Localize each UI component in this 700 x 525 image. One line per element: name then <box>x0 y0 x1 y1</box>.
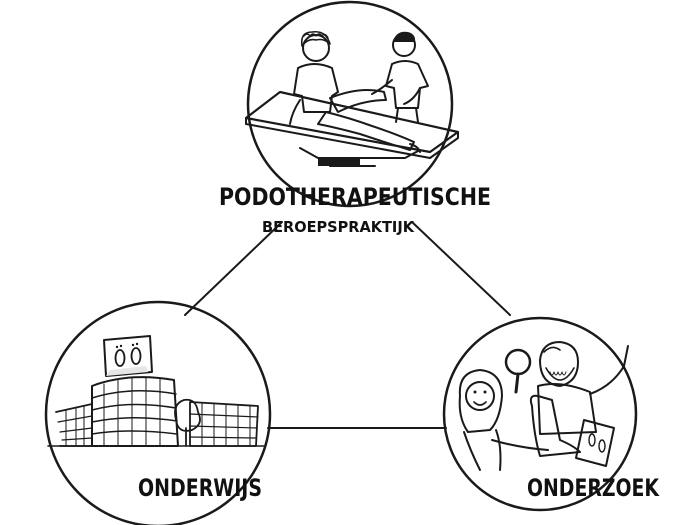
therapist-figure <box>371 31 429 123</box>
footprint-sheet-icon <box>575 419 615 467</box>
research-title: ONDERZOEK <box>527 474 660 502</box>
tree-icon <box>174 398 201 447</box>
node-practice: PODOTHERAPEUTISCHE BEROEPSPRAKTIJK <box>219 0 491 236</box>
patient-shirt <box>293 63 339 113</box>
treatment-scene-illustration <box>244 30 460 167</box>
left-footprint-icon <box>114 349 126 367</box>
therapist-shirt <box>385 60 429 109</box>
node-research: ONDERZOEK <box>442 316 660 512</box>
footprint-poster <box>103 335 153 377</box>
treatment-table-base <box>299 147 421 167</box>
right-footprint-icon <box>130 347 142 365</box>
magnifying-glass-icon <box>504 348 532 394</box>
foot-model-icon <box>529 394 581 457</box>
patient-figure <box>289 30 421 153</box>
education-circle <box>44 300 272 525</box>
practice-title: PODOTHERAPEUTISCHE <box>219 183 491 211</box>
connector-lines <box>184 221 511 429</box>
scientist-figure <box>537 341 629 435</box>
line-practice-education <box>184 221 283 316</box>
research-scene-illustration <box>458 341 629 471</box>
node-education: ONDERWIJS <box>44 300 272 525</box>
research-circle <box>442 316 638 512</box>
woman-researcher-figure <box>458 369 549 471</box>
practice-circle <box>246 0 454 208</box>
practice-subtitle: BEROEPSPRAKTIJK <box>262 218 415 236</box>
school-building-illustration <box>47 335 265 447</box>
pointing-finger <box>623 345 629 367</box>
line-practice-research <box>411 221 511 316</box>
education-title: ONDERWIJS <box>138 474 262 502</box>
